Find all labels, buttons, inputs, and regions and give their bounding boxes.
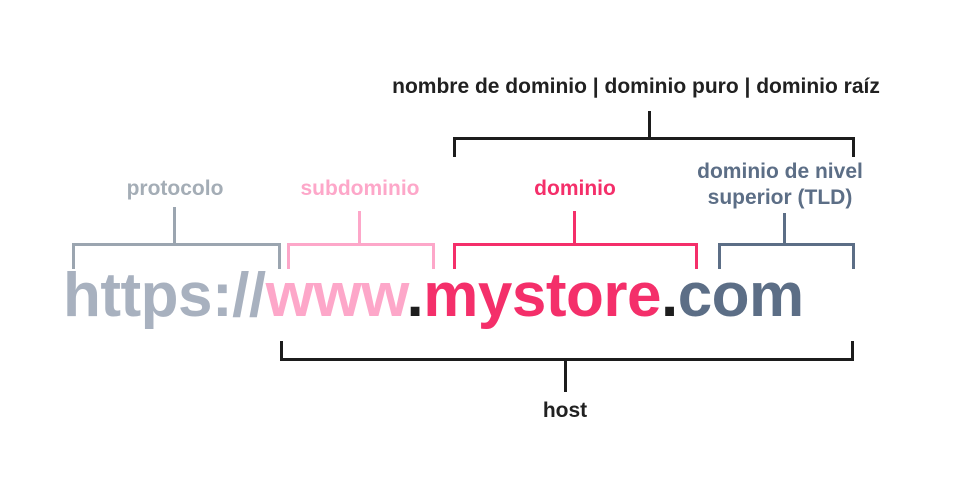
protocol-label: protocolo: [126, 177, 224, 200]
url-dot-icon: .: [660, 261, 678, 330]
url-subdomain: www: [265, 261, 407, 330]
tld-bracket: [718, 243, 855, 269]
domain-label: dominio: [534, 177, 616, 200]
domain-name-connector: [648, 111, 651, 138]
domain-name-label: nombre de dominio | dominio puro | domin…: [392, 75, 880, 98]
tld-label: dominio de nivel superior (TLD): [697, 160, 863, 209]
host-connector: [564, 359, 567, 392]
protocol-bracket: [72, 243, 281, 269]
subdomain-label: subdominio: [300, 177, 420, 200]
url-dot-icon: .: [406, 261, 424, 330]
domain-bracket: [453, 243, 698, 269]
host-label: host: [542, 399, 588, 422]
subdomain-connector: [358, 211, 361, 243]
subdomain-bracket: [287, 243, 435, 269]
url-text: https://www.mystore.com: [63, 265, 804, 327]
url-domain: mystore: [423, 261, 661, 330]
tld-connector: [783, 213, 786, 243]
domain-name-bracket: [453, 137, 855, 157]
url-protocol: https://: [63, 261, 266, 330]
domain-connector: [573, 211, 576, 243]
url-tld: com: [677, 261, 804, 330]
protocol-connector: [173, 207, 176, 243]
host-bracket: [280, 341, 854, 361]
